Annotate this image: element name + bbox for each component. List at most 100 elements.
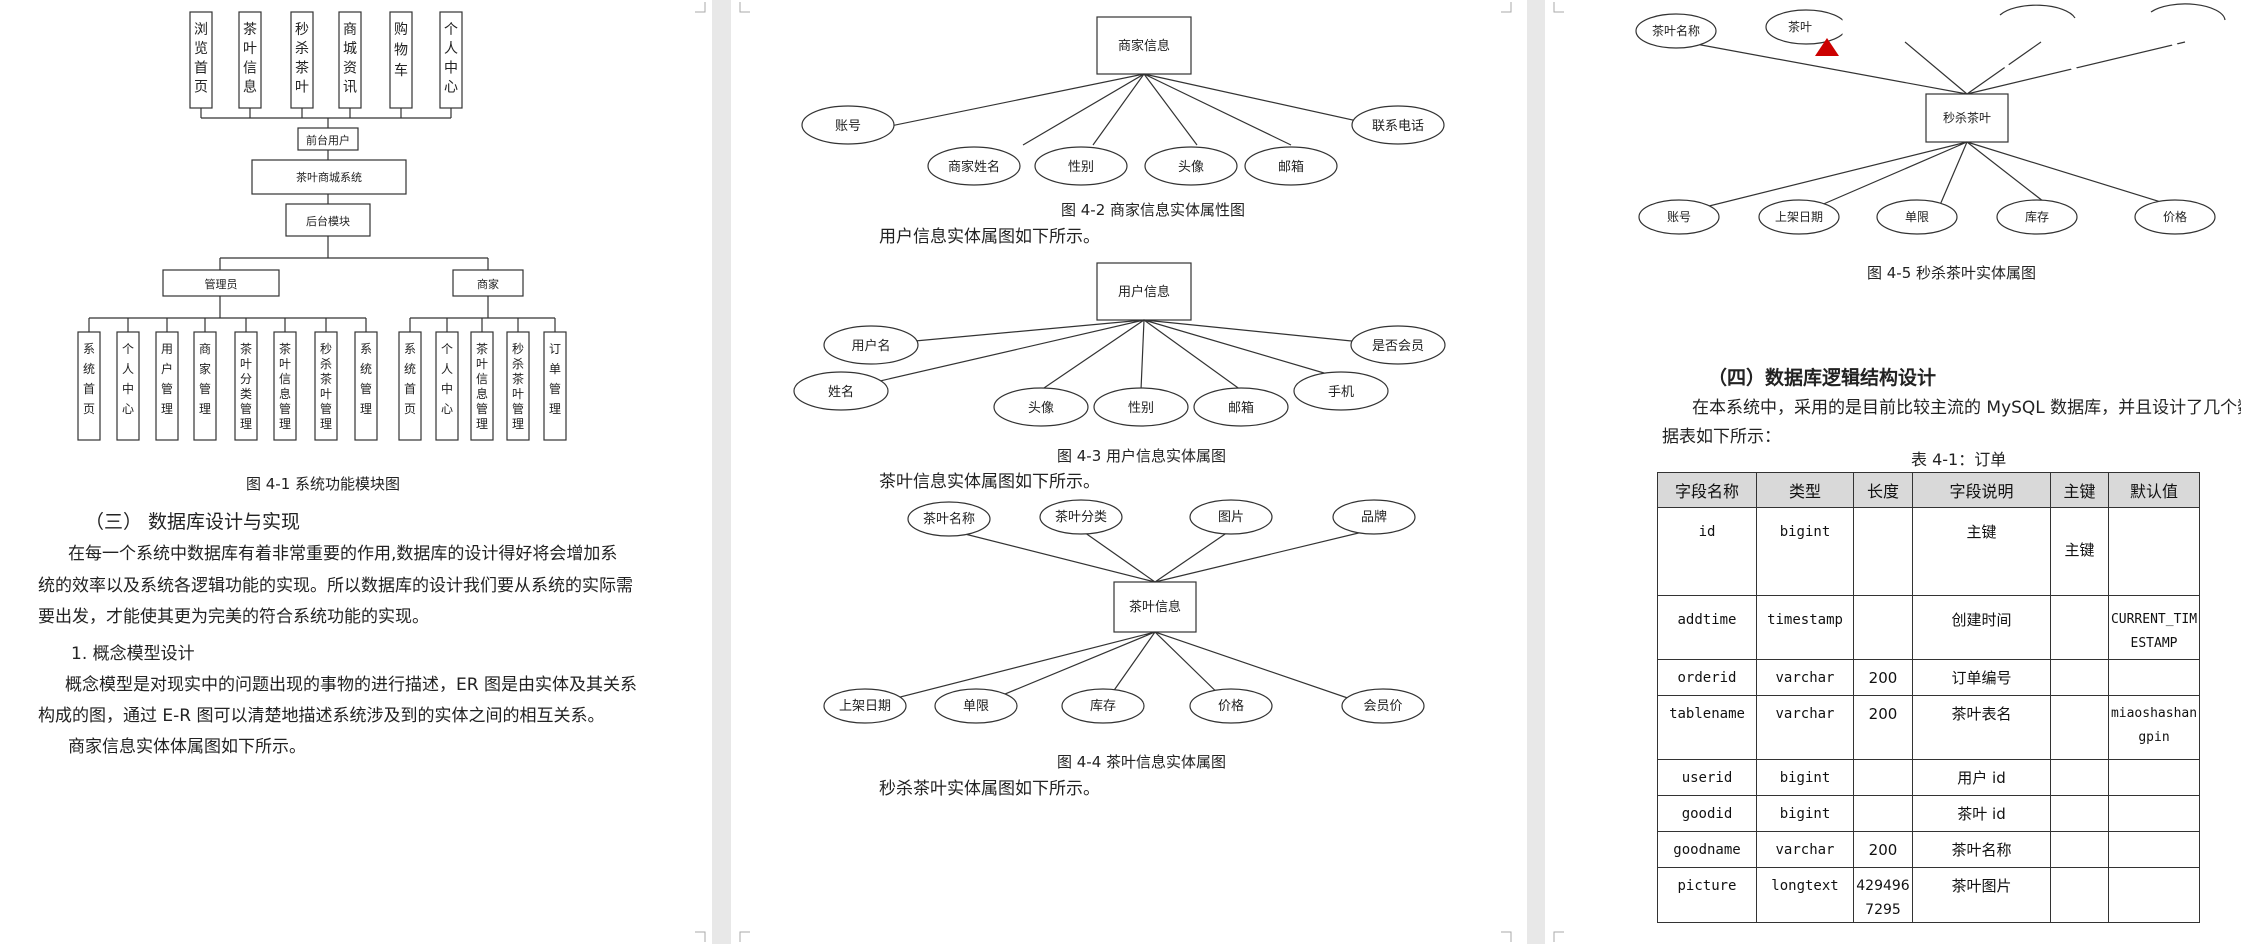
merchant-module-box-0: [398, 331, 422, 441]
attribute-label: 邮箱: [1278, 159, 1304, 175]
section-heading-3: （三） 数据库设计与实现: [85, 511, 301, 533]
merchant-module-box-4: [543, 331, 567, 441]
table-row: tablename varchar 200 茶叶表名 miaoshashangp…: [1657, 695, 2200, 760]
paragraph-2-line-1: 概念模型是对现实中的问题出现的事物的进行描述，ER 图是由实体及其关系: [65, 675, 637, 695]
figure-4-2-caption: 图 4-2 商家信息实体属性图: [1061, 201, 1246, 219]
entity-label: 秒杀茶叶: [1943, 110, 1991, 125]
cell-type: bigint: [1756, 507, 1854, 596]
attribute-label: 茶叶名称: [1652, 23, 1700, 38]
cell-length: [1853, 795, 1913, 832]
system-label: 茶叶商城系统: [296, 170, 362, 184]
table-row: addtime timestamp 创建时间 CURRENT_TIMESTAMP: [1657, 595, 2200, 660]
backend-label: 后台模块: [306, 214, 350, 228]
attribute-label: 姓名: [828, 384, 854, 400]
attribute-label: 联系电话: [1372, 119, 1424, 134]
attribute-label: 单限: [963, 699, 989, 714]
cell-primary-key: 主键: [2050, 507, 2109, 596]
paragraph-1-line-1: 在每一个系统中数据库有着非常重要的作用,数据库的设计得好将会增加系: [68, 544, 618, 564]
paragraph-1-line-2: 统的效率以及系统各逻辑功能的实现。所以数据库的设计我们要从系统的实际需: [38, 576, 633, 596]
cell-type: bigint: [1756, 759, 1854, 796]
corner-mark: [739, 2, 750, 13]
admin-module-label: 系统首页: [83, 342, 95, 416]
attribute-label: 茶叶: [1788, 19, 1812, 34]
order-table: 字段名称 类型 长度 字段说明 主键 默认值 id bigint 主键 主键 a…: [1657, 472, 2200, 923]
corner-mark: [1501, 2, 1512, 13]
paragraph-db-line-1: 在本系统中，采用的是目前比较主流的 MySQL 数据库，并且设计了几个数: [1692, 398, 2241, 418]
merchant-module-label: 秒杀茶叶管理: [512, 342, 524, 431]
figure-4-1-caption: 图 4-1 系统功能模块图: [246, 475, 401, 493]
attribute-label: 会员价: [1363, 699, 1402, 714]
cell-default: [2108, 659, 2200, 696]
merchant-module-box-1: [435, 331, 459, 441]
paragraph-1-line-3: 要出发，才能使其更为完美的符合系统功能的实现。: [38, 607, 429, 627]
admin-module-box-3: [193, 331, 217, 441]
figure-4-4-caption: 图 4-4 茶叶信息实体属图: [1057, 753, 1227, 771]
attribute-label: 单限: [1905, 210, 1929, 224]
cell-default: [2108, 867, 2200, 923]
cell-description: 创建时间: [1912, 595, 2051, 660]
attribute-label: 商家姓名: [948, 159, 1000, 175]
admin-module-box-5: [273, 331, 297, 441]
cell-length: [1853, 595, 1913, 660]
table-row: picture longtext 4294967295 茶叶图片: [1657, 867, 2200, 923]
admin-module-label: 商家管理: [199, 341, 211, 416]
cell-type: longtext: [1756, 867, 1854, 923]
attribute-label: 是否会员: [1372, 339, 1424, 354]
merchant-module-label: 茶叶信息管理: [476, 341, 488, 431]
admin-module-box-6: [314, 331, 338, 441]
merchant-module-label: 个人中心: [441, 342, 453, 416]
front-module-label: 秒杀茶叶: [295, 22, 309, 96]
attribute-label: 品牌: [1361, 509, 1387, 525]
column-header: 默认值: [2108, 472, 2200, 508]
table-row: orderid varchar 200 订单编号: [1657, 659, 2200, 696]
merchant-module-box-2: [470, 331, 494, 441]
front-module-label: 商城资讯: [343, 22, 357, 96]
attribute-label: 茶叶分类: [1055, 509, 1107, 525]
column-header: 字段名称: [1657, 472, 1757, 508]
front-module-label: 购物车: [394, 22, 408, 79]
merchant-module-label: 系统首页: [404, 342, 416, 416]
cell-default: [2108, 795, 2200, 832]
admin-module-box-1: [116, 331, 140, 441]
column-header: 类型: [1756, 472, 1854, 508]
attribute-label: 手机: [1328, 385, 1354, 400]
cell-field-name: orderid: [1657, 659, 1757, 696]
cell-field-name: tablename: [1657, 695, 1757, 760]
admin-label: 管理员: [205, 277, 238, 291]
merchant-module-label: 订单管理: [549, 342, 561, 416]
user-info-intro: 用户信息实体属图如下所示。: [879, 227, 1100, 247]
document-page-1: 浏览首页茶叶信息秒杀茶叶商城资讯购物车个人中心 系统首页个人中心用户管理商家管理…: [0, 0, 712, 944]
cell-field-name: goodid: [1657, 795, 1757, 832]
admin-box: [162, 269, 280, 297]
cell-default: CURRENT_TIMESTAMP: [2108, 595, 2200, 660]
cell-length: [1853, 759, 1913, 796]
admin-module-box-7: [354, 331, 378, 441]
front-module-label: 个人中心: [444, 22, 458, 96]
attribute-label: 性别: [1128, 401, 1154, 416]
cell-primary-key: [2050, 595, 2109, 660]
subheading-concept-model: 1. 概念模型设计: [71, 644, 195, 664]
attribute-label: 库存: [1090, 698, 1116, 714]
corner-mark: [695, 2, 706, 13]
cell-field-name: goodname: [1657, 831, 1757, 868]
admin-module-label: 秒杀茶叶管理: [320, 342, 332, 431]
table-row: id bigint 主键 主键: [1657, 507, 2200, 596]
cell-type: varchar: [1756, 659, 1854, 696]
cell-length: 200: [1853, 695, 1913, 760]
cell-length: 4294967295: [1853, 867, 1913, 923]
cell-description: 茶叶表名: [1912, 695, 2051, 760]
column-header: 长度: [1853, 472, 1913, 508]
cell-type: varchar: [1756, 695, 1854, 760]
figure-4-5-caption: 图 4-5 秒杀茶叶实体属图: [1867, 264, 2037, 282]
cursor-marker: [1815, 38, 1839, 56]
cell-description: 用户 id: [1912, 759, 2051, 796]
paragraph-3: 商家信息实体体属图如下所示。: [68, 737, 306, 757]
cell-description: 茶叶名称: [1912, 831, 2051, 868]
cell-length: 200: [1853, 659, 1913, 696]
attribute-label: 库存: [2025, 209, 2049, 224]
attribute-label: 头像: [1178, 160, 1204, 175]
merchant-module-box-3: [506, 331, 530, 441]
attribute-label: 图片: [1218, 510, 1244, 525]
admin-module-label: 个人中心: [122, 342, 134, 416]
cell-length: 200: [1853, 831, 1913, 868]
